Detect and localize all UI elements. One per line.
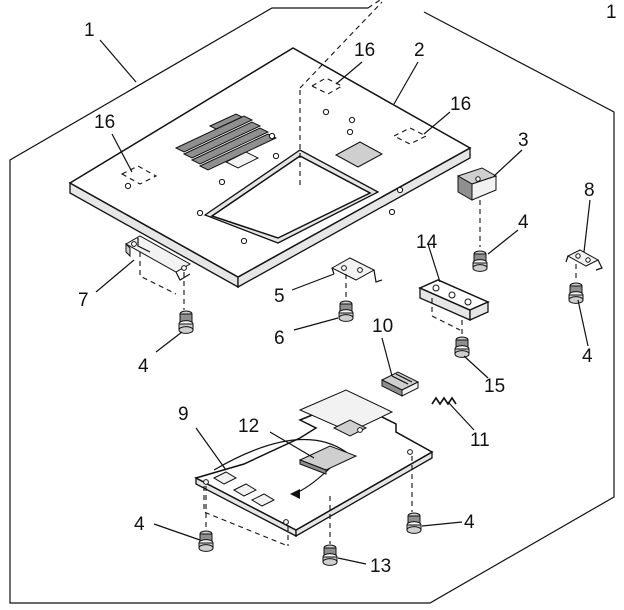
screw-bottom bbox=[322, 544, 338, 566]
label-screw-bottom: 13 bbox=[370, 556, 391, 577]
bracket-right bbox=[565, 249, 603, 271]
label-cover-plate: 9 bbox=[178, 404, 189, 425]
label-bracket-center: 5 bbox=[274, 286, 285, 307]
screw-d bbox=[198, 530, 214, 552]
pad-right bbox=[392, 127, 428, 145]
spring bbox=[431, 396, 457, 406]
pad-top bbox=[310, 77, 344, 95]
label-pad-left: 16 bbox=[94, 112, 115, 133]
needle-plate bbox=[68, 47, 472, 289]
label-latch: 10 bbox=[372, 316, 393, 337]
screw-c bbox=[568, 282, 584, 304]
label-screw-c: 4 bbox=[582, 346, 593, 367]
label-slide-button: 3 bbox=[518, 130, 529, 151]
label-bracket-left: 7 bbox=[78, 290, 89, 311]
page-number: 1 bbox=[606, 2, 617, 23]
label-screw-a: 4 bbox=[518, 212, 529, 233]
feed-dog-slots bbox=[174, 113, 278, 171]
screw-a bbox=[472, 250, 488, 272]
label-screw-d: 4 bbox=[134, 514, 145, 535]
label-lever: 12 bbox=[238, 416, 259, 437]
latch bbox=[380, 371, 420, 397]
leader-lines bbox=[95, 39, 591, 565]
bracket-center bbox=[330, 257, 383, 283]
label-screw-b: 4 bbox=[138, 356, 149, 377]
label-pad-right: 16 bbox=[450, 94, 471, 115]
screw-center bbox=[338, 300, 354, 322]
plate-window bbox=[334, 141, 384, 168]
bracket-left bbox=[124, 235, 192, 281]
screw-b bbox=[178, 310, 194, 334]
assembly-boundary bbox=[9, 0, 615, 604]
label-bracket-right: 8 bbox=[584, 180, 595, 201]
label-spacer: 14 bbox=[416, 232, 438, 253]
spacer bbox=[418, 279, 490, 322]
label-pad-top: 16 bbox=[354, 40, 375, 61]
slide-button bbox=[456, 167, 498, 201]
label-spring: 11 bbox=[470, 430, 490, 451]
label-assembly: 1 bbox=[84, 20, 95, 41]
label-screw-e: 4 bbox=[464, 512, 475, 533]
lever bbox=[298, 445, 358, 475]
label-screw-spacer: 15 bbox=[484, 376, 505, 397]
screw-e bbox=[406, 512, 422, 534]
label-screw-center: 6 bbox=[274, 328, 285, 349]
label-needle-plate: 2 bbox=[414, 40, 425, 61]
screw-spacer bbox=[454, 336, 470, 358]
part-labels: 1 2 3 4 4 4 4 4 5 6 7 8 9 10 11 12 13 14… bbox=[78, 20, 595, 577]
pad-left bbox=[120, 165, 158, 185]
